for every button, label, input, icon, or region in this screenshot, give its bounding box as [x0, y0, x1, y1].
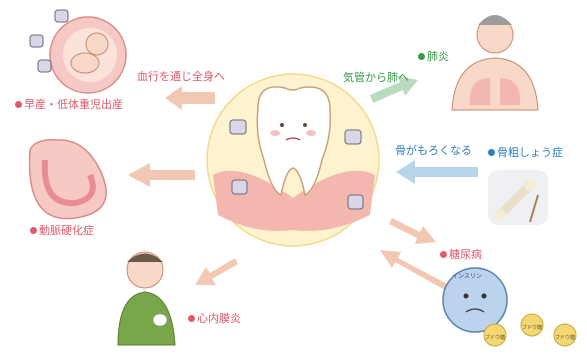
condition-preterm: 早産・低体重児出産 — [15, 98, 123, 111]
arrow-to-preterm — [165, 86, 215, 110]
endocarditis-illustration — [117, 251, 176, 346]
bullet-icon — [15, 101, 22, 108]
diabetes-illustration — [442, 267, 577, 347]
center-tooth-illustration — [206, 73, 380, 247]
condition-arteriosclerosis: 動脈硬化症 — [30, 224, 94, 237]
bullet-icon — [188, 315, 195, 322]
arrow-label-bones: 骨がもろくなる — [395, 144, 472, 157]
bullet-icon — [418, 53, 425, 60]
bullet-icon — [488, 149, 495, 156]
glucose-text-2: ブドウ糖 — [522, 325, 543, 331]
arrow-label-bloodstream: 血行を通じ全身へ — [137, 70, 225, 83]
arrow-from-osteoporosis — [396, 160, 478, 184]
condition-pneumonia: 肺炎 — [418, 50, 449, 63]
arrow-to-pneumonia — [370, 76, 418, 103]
arrow-to-diabetes — [389, 218, 436, 244]
pneumonia-illustration — [451, 15, 539, 111]
bacteria-icon — [229, 119, 364, 210]
fetus-illustration — [29, 9, 127, 94]
arrow-to-endocarditis — [195, 258, 238, 285]
arrow-from-diabetes — [380, 250, 455, 294]
glucose-text-3: ブドウ糖 — [555, 335, 576, 341]
arteriosclerosis-illustration — [28, 138, 107, 220]
bullet-icon — [30, 227, 37, 234]
tooth-icon — [256, 86, 332, 197]
glucose-text-1: ブドウ糖 — [485, 335, 506, 341]
arrow-to-arteriosclerosis — [128, 163, 195, 187]
insulin-text: インスリン — [452, 273, 482, 280]
arrow-label-trachea: 気管から肺へ — [343, 71, 409, 84]
bullet-icon — [440, 251, 447, 258]
condition-endocarditis: 心内膜炎 — [188, 312, 241, 325]
condition-diabetes: 糖尿病 — [440, 248, 482, 261]
condition-osteoporosis: 骨粗しょう症 — [488, 146, 563, 159]
osteoporosis-illustration — [488, 170, 548, 225]
